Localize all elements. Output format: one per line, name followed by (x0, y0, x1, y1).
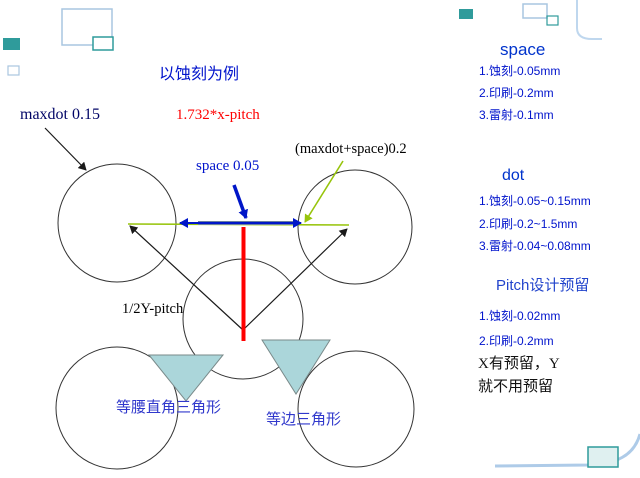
deco-rect-topright-small (546, 15, 559, 26)
sidebar-note-line: X有预留，Y (478, 356, 560, 372)
pitch-triangle-right-side (242, 228, 348, 331)
equilateral-triangle-label: 等边三角形 (266, 412, 342, 428)
deco-rect-topleft-teal-solid (3, 38, 20, 50)
isosceles-triangle-label: 等腰直角三角形 (116, 400, 222, 416)
sidebar-heading-space: space (500, 40, 546, 59)
sidebar-space-item: 2.印刷-0.2mm (479, 86, 554, 100)
sidebar-space-item: 1.蚀刻-0.05mm (479, 64, 561, 78)
dot-circle-bottom-right (297, 350, 415, 468)
sidebar-dot-item: 3.雷射-0.04~0.08mm (479, 239, 591, 253)
pitch-triangle-left-side (129, 225, 244, 331)
sidebar-note-line: 就不用预留 (478, 379, 554, 395)
maxdot-pointer-arrow (44, 127, 87, 171)
deco-rect-topleft-small (7, 65, 20, 76)
sidebar-pitch-item: 1.蚀刻-0.02mm (479, 309, 561, 323)
half-y-pitch-label: 1/2Y-pitch (122, 301, 184, 317)
dot-circle-top-right (297, 169, 413, 285)
equilateral-triangle (261, 339, 331, 395)
maxdot-label: maxdot 0.15 (20, 106, 100, 123)
sidebar-space-item: 3.雷射-0.1mm (479, 108, 554, 122)
deco-rect-topleft-large (61, 8, 113, 46)
deco-rect-topleft-teal-outline (92, 36, 114, 51)
deco-corner-line-topright (576, 0, 602, 40)
isosceles-right-triangle (147, 354, 225, 402)
dot-circle-bottom-left (55, 346, 179, 470)
space-label: space 0.05 (196, 158, 260, 174)
sidebar-heading-dot: dot (502, 167, 525, 184)
maxdot-space-label: (maxdot+space)0.2 (295, 141, 407, 157)
deco-rect-bottomright-teal (587, 446, 619, 468)
space-pointer-arrow (232, 184, 248, 219)
sidebar-dot-item: 2.印刷-0.2~1.5mm (479, 217, 578, 231)
maxdot-space-pointer-arrow (304, 160, 344, 223)
sidebar-pitch-item: 2.印刷-0.2mm (479, 334, 554, 348)
slide-title: 以蚀刻为例 (159, 66, 240, 83)
deco-rect-topright-outline (522, 3, 548, 19)
xpitch-label: 1.732*x-pitch (176, 107, 260, 123)
dot-circle-top-left (57, 163, 177, 283)
sidebar-heading-pitch: Pitch设计预留 (496, 277, 590, 294)
deco-rect-topright-teal-solid (459, 9, 473, 19)
sidebar-dot-item: 1.蚀刻-0.05~0.15mm (479, 194, 591, 208)
